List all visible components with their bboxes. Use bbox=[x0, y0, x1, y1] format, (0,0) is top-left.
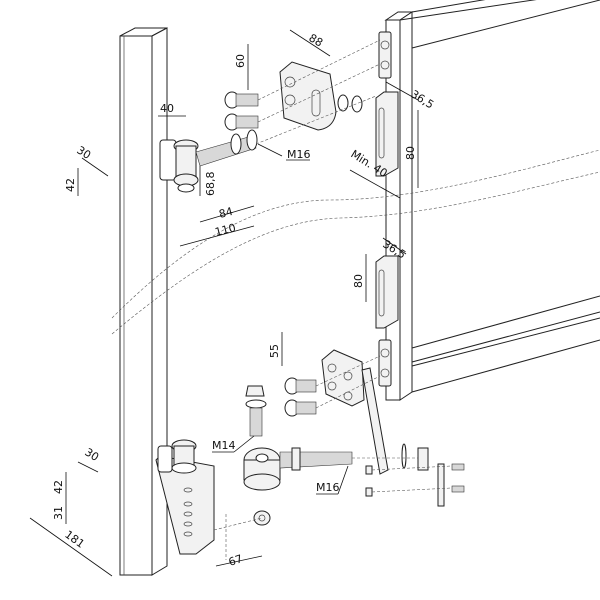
bottom-eye-bolt bbox=[243, 447, 353, 491]
dim-bottom-total-depth: 181 bbox=[62, 528, 87, 551]
dim-gate-slot-height-lower: 80 bbox=[352, 274, 365, 288]
label-top-bolt-thread: M16 bbox=[287, 148, 311, 161]
top-threaded-bolt bbox=[195, 129, 258, 167]
label-bottom-pin-thread: M14 bbox=[212, 439, 236, 452]
bottom-screws bbox=[284, 377, 317, 417]
dim-top-bolt-110: 110 bbox=[214, 221, 238, 239]
dim-top-plate-height: 60 bbox=[234, 54, 247, 68]
dim-gate-slot-height-top: 80 bbox=[404, 146, 417, 160]
bottom-nut bbox=[253, 510, 271, 526]
break-lines bbox=[111, 149, 600, 335]
bottom-pin-bolt bbox=[245, 385, 267, 437]
dim-top-plate-width: 88 bbox=[307, 31, 326, 49]
label-bottom-bolt-thread: M16 bbox=[316, 481, 340, 494]
dim-bottom-bracket-width: 67 bbox=[227, 552, 244, 569]
dim-top-bolt-84: 84 bbox=[218, 205, 235, 221]
dim-bottom-offset-depth: 30 bbox=[82, 446, 101, 464]
top-washers bbox=[337, 94, 363, 113]
gate-top-plate bbox=[378, 31, 392, 79]
dim-top-offset-depth: 30 bbox=[74, 144, 93, 162]
dim-bottom-base-height: 31 bbox=[52, 506, 65, 520]
assembly-guide-lines bbox=[213, 39, 453, 560]
gate-lower-plate bbox=[378, 339, 392, 387]
dim-top-offset-height: 42 bbox=[64, 178, 77, 192]
top-hinge-eye bbox=[159, 139, 199, 193]
top-screws bbox=[224, 91, 259, 131]
gate-lower-slot-bracket bbox=[375, 255, 399, 329]
dim-top-clamp-width: 40 bbox=[160, 102, 174, 115]
top-mounting-plate bbox=[279, 61, 337, 131]
dim-bottom-offset-height: 42 bbox=[52, 480, 65, 494]
gate-frame bbox=[384, 0, 600, 401]
dim-bottom-plate-height: 55 bbox=[268, 344, 281, 358]
dim-gate-edge-top: 36,5 bbox=[408, 88, 436, 112]
bottom-post-bracket bbox=[155, 439, 215, 555]
gate-top-slot-bracket bbox=[375, 91, 399, 177]
dimension-lines bbox=[29, 29, 419, 577]
dim-top-eye-height: 68,8 bbox=[204, 172, 217, 197]
bottom-mounting-plate bbox=[321, 349, 365, 407]
bottom-angle-bar bbox=[361, 367, 389, 475]
